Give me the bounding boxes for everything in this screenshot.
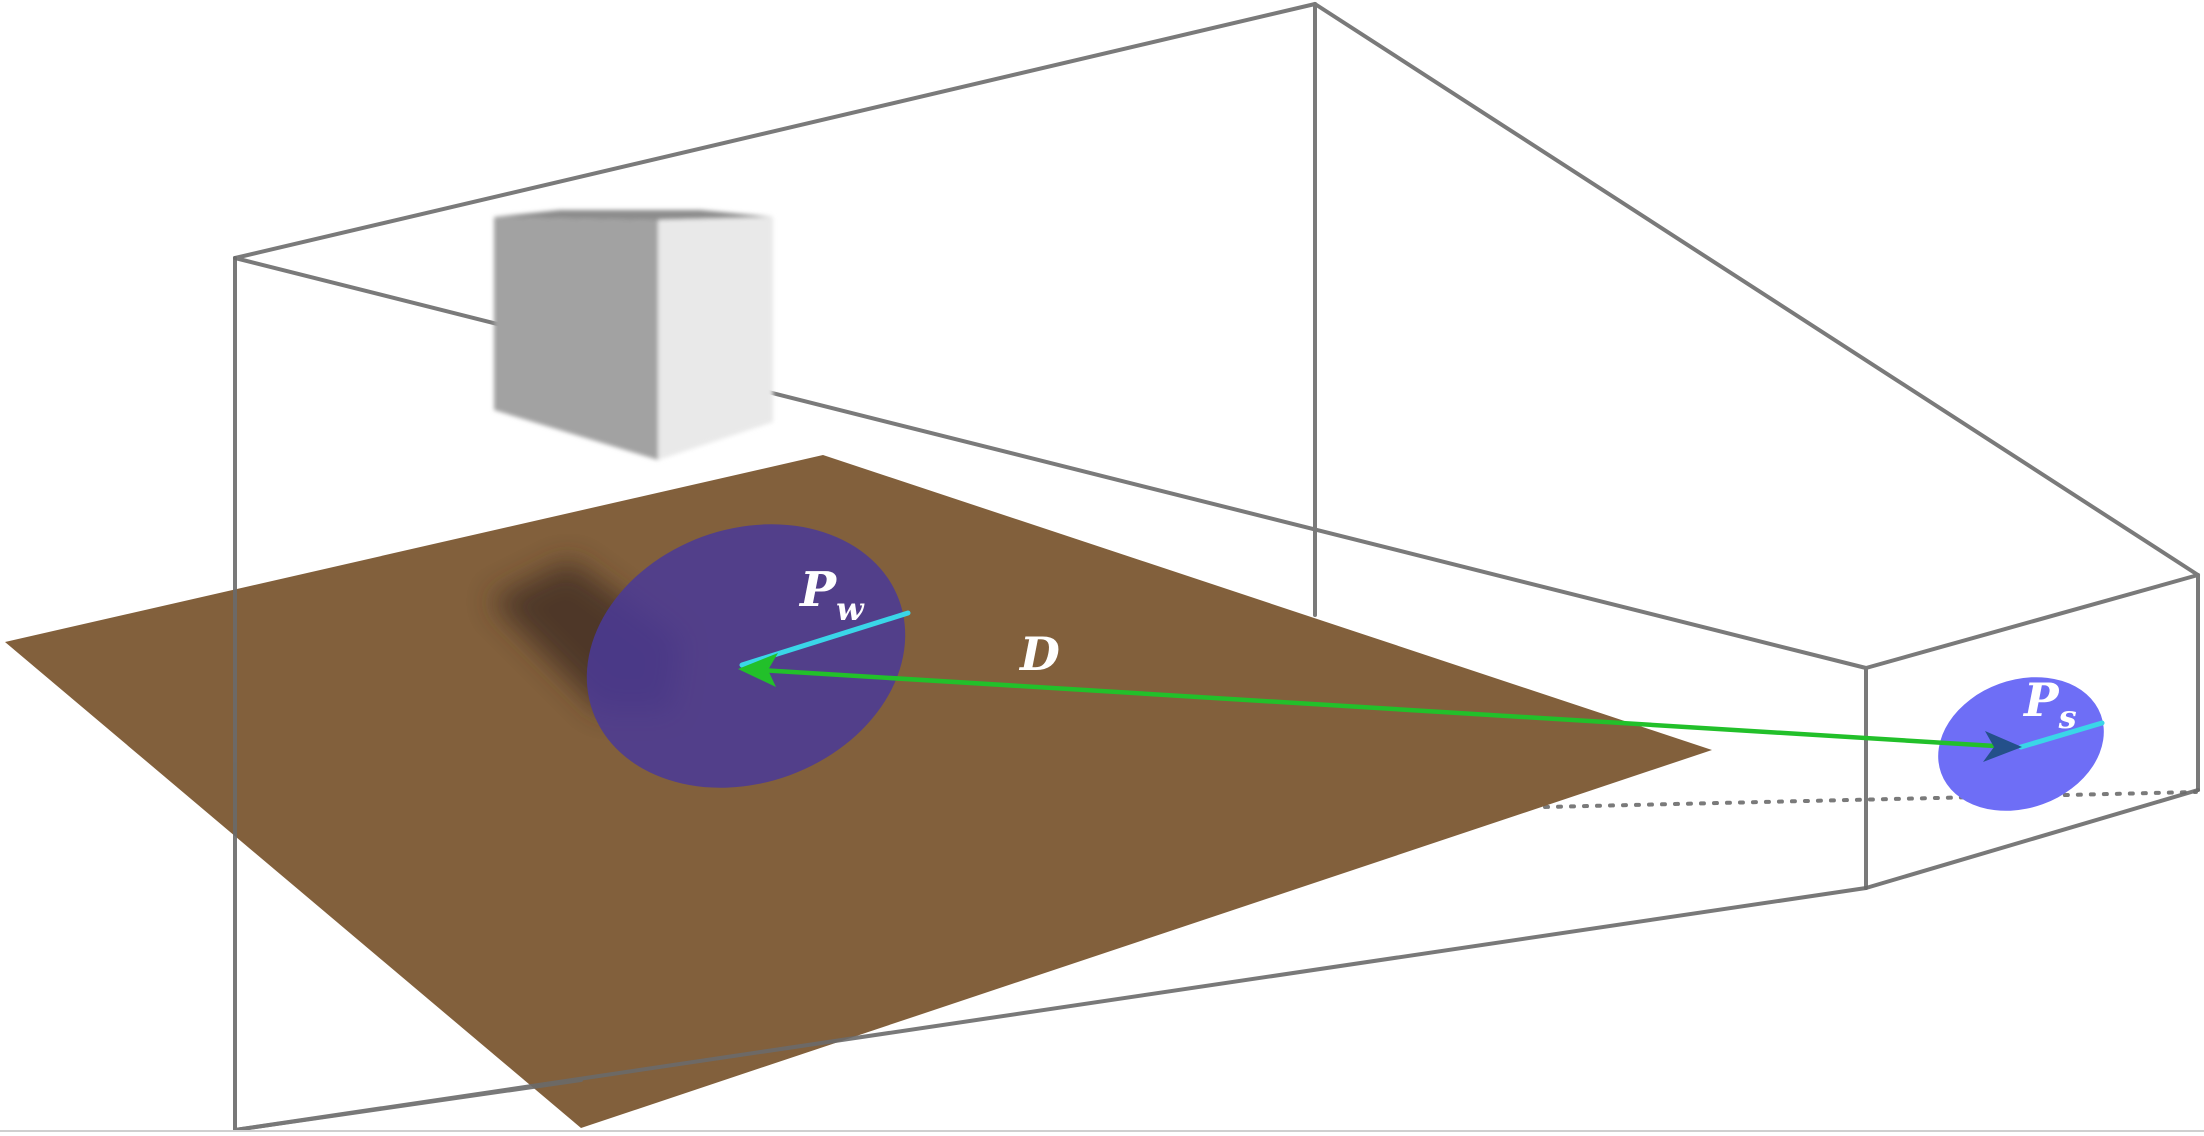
screen-radius-line: [2018, 720, 2105, 750]
arrow-right-icon: [1983, 731, 2022, 762]
cube-left-face: [494, 217, 658, 460]
cube-right-face: [658, 217, 773, 460]
distance-arrow-shaft: [757, 667, 1998, 749]
frustum-front-edges: [233, 256, 2200, 1132]
world-radius-line: [739, 610, 911, 668]
world-point-label: Pw: [798, 562, 865, 628]
ground-plane: [5, 455, 1712, 1128]
world-ellipse: [586, 524, 906, 788]
dotted-projection-line: [1543, 790, 2198, 809]
screen-point-label: Ps: [2022, 673, 2077, 736]
cube-top-face: [494, 210, 773, 220]
cube-object: [494, 210, 773, 460]
distance-label: D: [1018, 627, 1060, 681]
screen-ellipse: [1938, 677, 2104, 811]
arrow-left-icon: [738, 653, 778, 687]
